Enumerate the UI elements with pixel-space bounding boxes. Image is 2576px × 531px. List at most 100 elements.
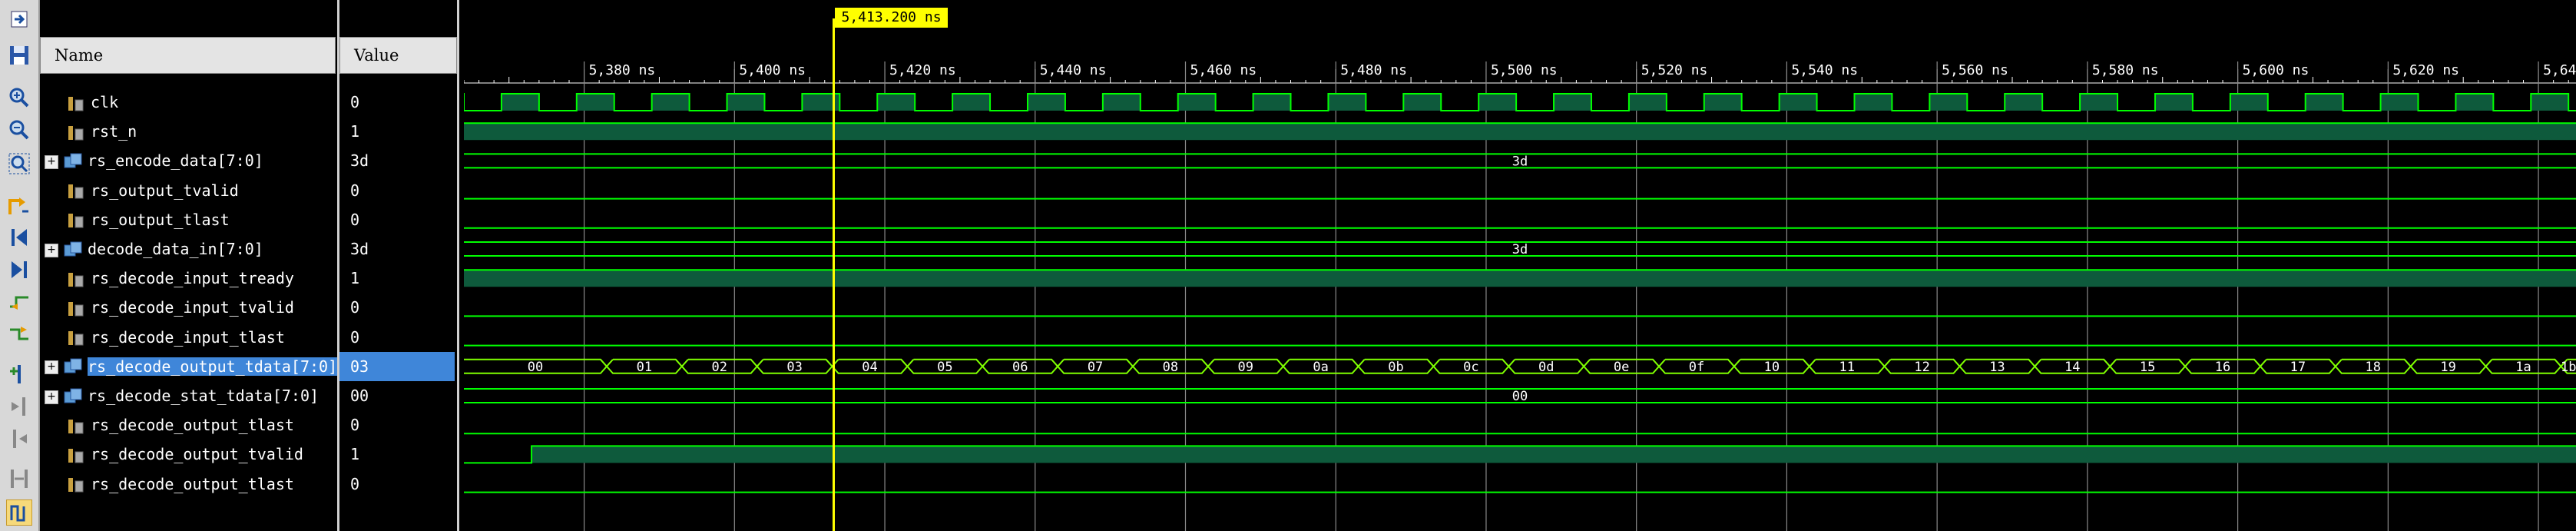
bus-segment	[1056, 358, 1134, 374]
zoom-fit-icon	[8, 153, 30, 174]
signal-row-1[interactable]: rst_n	[66, 117, 137, 146]
signal-value-12: 1	[350, 445, 360, 464]
bus-segment	[2560, 358, 2576, 374]
bus-segment	[2334, 358, 2412, 374]
bus-signal-icon	[64, 153, 82, 168]
bit-signal-icon	[68, 96, 84, 111]
clock-high-fill	[1027, 94, 1065, 111]
expand-toggle-icon[interactable]: +	[45, 390, 58, 404]
zoom-fit-button[interactable]	[6, 151, 32, 177]
swap-cursors-button[interactable]	[6, 466, 32, 492]
clock-high-fill	[1929, 94, 1968, 111]
time-tick-label: 5,440 ns	[1040, 62, 1107, 78]
snap-to-transition-icon	[10, 505, 25, 522]
bus-segment	[2485, 358, 2562, 374]
previous-marker-button[interactable]	[6, 393, 32, 420]
signal-name: rs_output_tvalid	[91, 181, 239, 200]
signal-row-3[interactable]: rs_output_tvalid	[66, 176, 239, 205]
zoom-out-icon	[9, 120, 29, 140]
signal-name: clk	[91, 93, 119, 111]
go-to-end-icon	[12, 261, 27, 278]
previous-marker-icon	[12, 397, 25, 416]
time-tick-label: 5,580 ns	[2092, 62, 2159, 78]
signal-row-11[interactable]: rs_decode_output_tlast	[66, 410, 294, 440]
signal-row-7[interactable]: rs_decode_input_tvalid	[66, 293, 294, 322]
goto-cursor-icon	[11, 11, 28, 28]
signal-row-9[interactable]: + rs_decode_output_tdata[7:0]	[45, 352, 338, 381]
signal-row-2[interactable]: + rs_encode_data[7:0]	[45, 146, 263, 175]
signal-value-3: 0	[350, 181, 360, 200]
signal-name: rs_decode_input_tlast	[91, 327, 285, 347]
signal-name-panel: Name clk rst_n + rs_encode_data[7:0] rs_outp…	[40, 0, 339, 531]
signal-name: rs_decode_output_tlast	[91, 474, 294, 493]
bus-segment-value: 0f	[1689, 360, 1704, 375]
bus-segment-value: 09	[1238, 360, 1253, 375]
signal-row-6[interactable]: rs_decode_input_tready	[66, 264, 294, 293]
clock-high-fill	[727, 94, 765, 111]
bus-segment	[1808, 358, 1886, 374]
bit-signal-icon	[68, 214, 84, 228]
bus-segment	[1733, 358, 1811, 374]
bus-segment	[2184, 358, 2262, 374]
signal-name: rs_decode_output_tvalid	[91, 445, 303, 464]
next-transition-button[interactable]	[6, 321, 32, 347]
bus-segment-value: 15	[2140, 360, 2155, 375]
signal-row-0[interactable]: clk	[66, 88, 118, 117]
time-tick-label: 5,620 ns	[2392, 62, 2459, 78]
bus-segment-value: 0c	[1463, 360, 1478, 375]
rs-decode-output-tvalid-fill	[531, 446, 2576, 463]
bus-signal-icon	[64, 358, 82, 373]
bus-segment-value: 03	[786, 360, 802, 375]
bus-segment	[756, 358, 833, 374]
signal-name: rs_output_tlast	[91, 210, 230, 229]
expand-toggle-icon[interactable]: +	[45, 154, 58, 169]
bus-segment	[2034, 358, 2111, 374]
signal-value-9: 03	[350, 357, 369, 376]
time-tick-label: 5,640 ns	[2543, 62, 2576, 78]
clock-high-fill	[1328, 94, 1366, 111]
value-column-header[interactable]: Value	[339, 37, 457, 74]
zoom-out-button[interactable]	[6, 117, 32, 143]
goto-cursor-button[interactable]	[6, 6, 32, 32]
expand-toggle-icon[interactable]: +	[45, 360, 58, 375]
go-to-start-button[interactable]	[6, 224, 32, 251]
bus-segment-value: 10	[1764, 360, 1780, 375]
zoom-in-button[interactable]	[6, 85, 32, 111]
save-button[interactable]	[6, 42, 32, 68]
signal-row-5[interactable]: +decode_data_in[7:0]	[45, 234, 263, 264]
signal-name: rs_encode_data[7:0]	[88, 151, 263, 171]
bus-segment-value: 17	[2290, 360, 2306, 375]
previous-transition-button[interactable]	[6, 289, 32, 315]
go-to-end-button[interactable]	[6, 257, 32, 283]
signal-row-10[interactable]: +rs_decode_stat_tdata[7:0]	[45, 381, 319, 410]
bus-signal-icon	[64, 241, 82, 256]
bus-segment-value: 08	[1163, 360, 1178, 375]
bus-segment-value: 1a	[2515, 360, 2531, 375]
bus-segment	[831, 358, 909, 374]
bus-segment-value: 0d	[1538, 360, 1554, 375]
go-to-time-button[interactable]	[6, 192, 32, 218]
bus-segment	[2108, 358, 2187, 374]
add-marker-button[interactable]	[6, 361, 32, 387]
signal-row-4[interactable]: rs_output_tlast	[66, 205, 230, 234]
signal-row-8[interactable]: rs_decode_input_tlast	[66, 323, 285, 352]
clock-high-fill	[877, 94, 916, 111]
signal-row-13[interactable]: rs_decode_output_tlast	[66, 470, 294, 499]
bus-segment-value: 16	[2215, 360, 2230, 375]
bus-segment-value: 13	[1989, 360, 2005, 375]
expand-toggle-icon[interactable]: +	[45, 243, 58, 257]
bus-segment	[2409, 358, 2487, 374]
snap-to-transition-button[interactable]	[6, 499, 32, 526]
waveform-toolbar	[0, 0, 40, 531]
next-marker-button[interactable]	[6, 426, 32, 452]
name-column-header[interactable]: Name	[40, 37, 336, 74]
signal-row-12[interactable]: rs_decode_output_tvalid	[66, 440, 303, 469]
time-tick-label: 5,380 ns	[589, 62, 656, 78]
time-tick-label: 5,560 ns	[1942, 62, 2008, 78]
clock-high-fill	[2080, 94, 2118, 111]
signal-name: rs_decode_output_tdata[7:0]	[88, 357, 338, 376]
cursor-time-label[interactable]: 5,413.200 ns	[835, 8, 948, 28]
